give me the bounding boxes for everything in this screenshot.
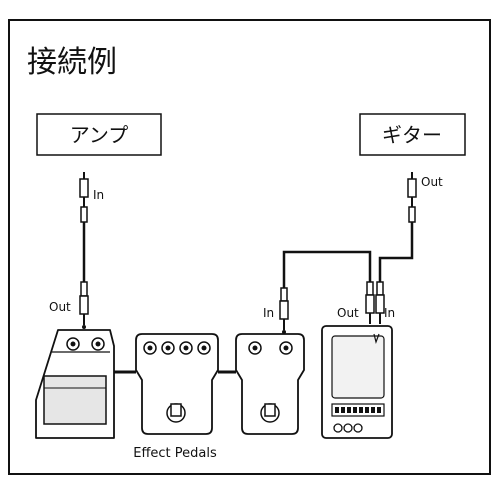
amp-label: アンプ: [70, 123, 129, 147]
tuner-segment-icons: [335, 407, 381, 413]
tuner-badge-icon: [333, 423, 363, 433]
tuner-in-label: In: [384, 306, 395, 320]
knob-icon: [143, 341, 157, 355]
diagram-title: 接続例: [27, 45, 117, 80]
cable-amp: [79, 172, 89, 329]
guitar-box: ギター: [359, 113, 466, 156]
pedal-2: [135, 333, 219, 435]
cable-tuner-to-pedal: [279, 250, 372, 334]
pedal-1: [35, 329, 115, 439]
pedal-out-label: Out: [49, 300, 71, 314]
pedal3-in-label: In: [263, 306, 274, 320]
knob-icon: [248, 341, 262, 355]
effect-pedals-label: Effect Pedals: [133, 446, 217, 461]
pedal-3: [235, 333, 305, 435]
guitar-out-label: Out: [421, 175, 443, 189]
tuner-pedal: [321, 325, 393, 439]
guitar-label: ギター: [382, 123, 442, 147]
knob-icon: [279, 341, 293, 355]
diagram-border: [8, 19, 491, 475]
tuner-out-label: Out: [337, 306, 359, 320]
cable-guitar: [378, 172, 417, 282]
amp-in-label: In: [93, 188, 104, 202]
amp-box: アンプ: [36, 113, 162, 156]
footswitch-icon: [166, 403, 186, 423]
knob-icon: [161, 341, 175, 355]
tuner-logo-icon: [373, 333, 380, 345]
tuner-plugs: [365, 281, 385, 324]
knob-icon: [179, 341, 193, 355]
knob-icon: [197, 341, 211, 355]
footswitch-icon: [260, 403, 280, 423]
